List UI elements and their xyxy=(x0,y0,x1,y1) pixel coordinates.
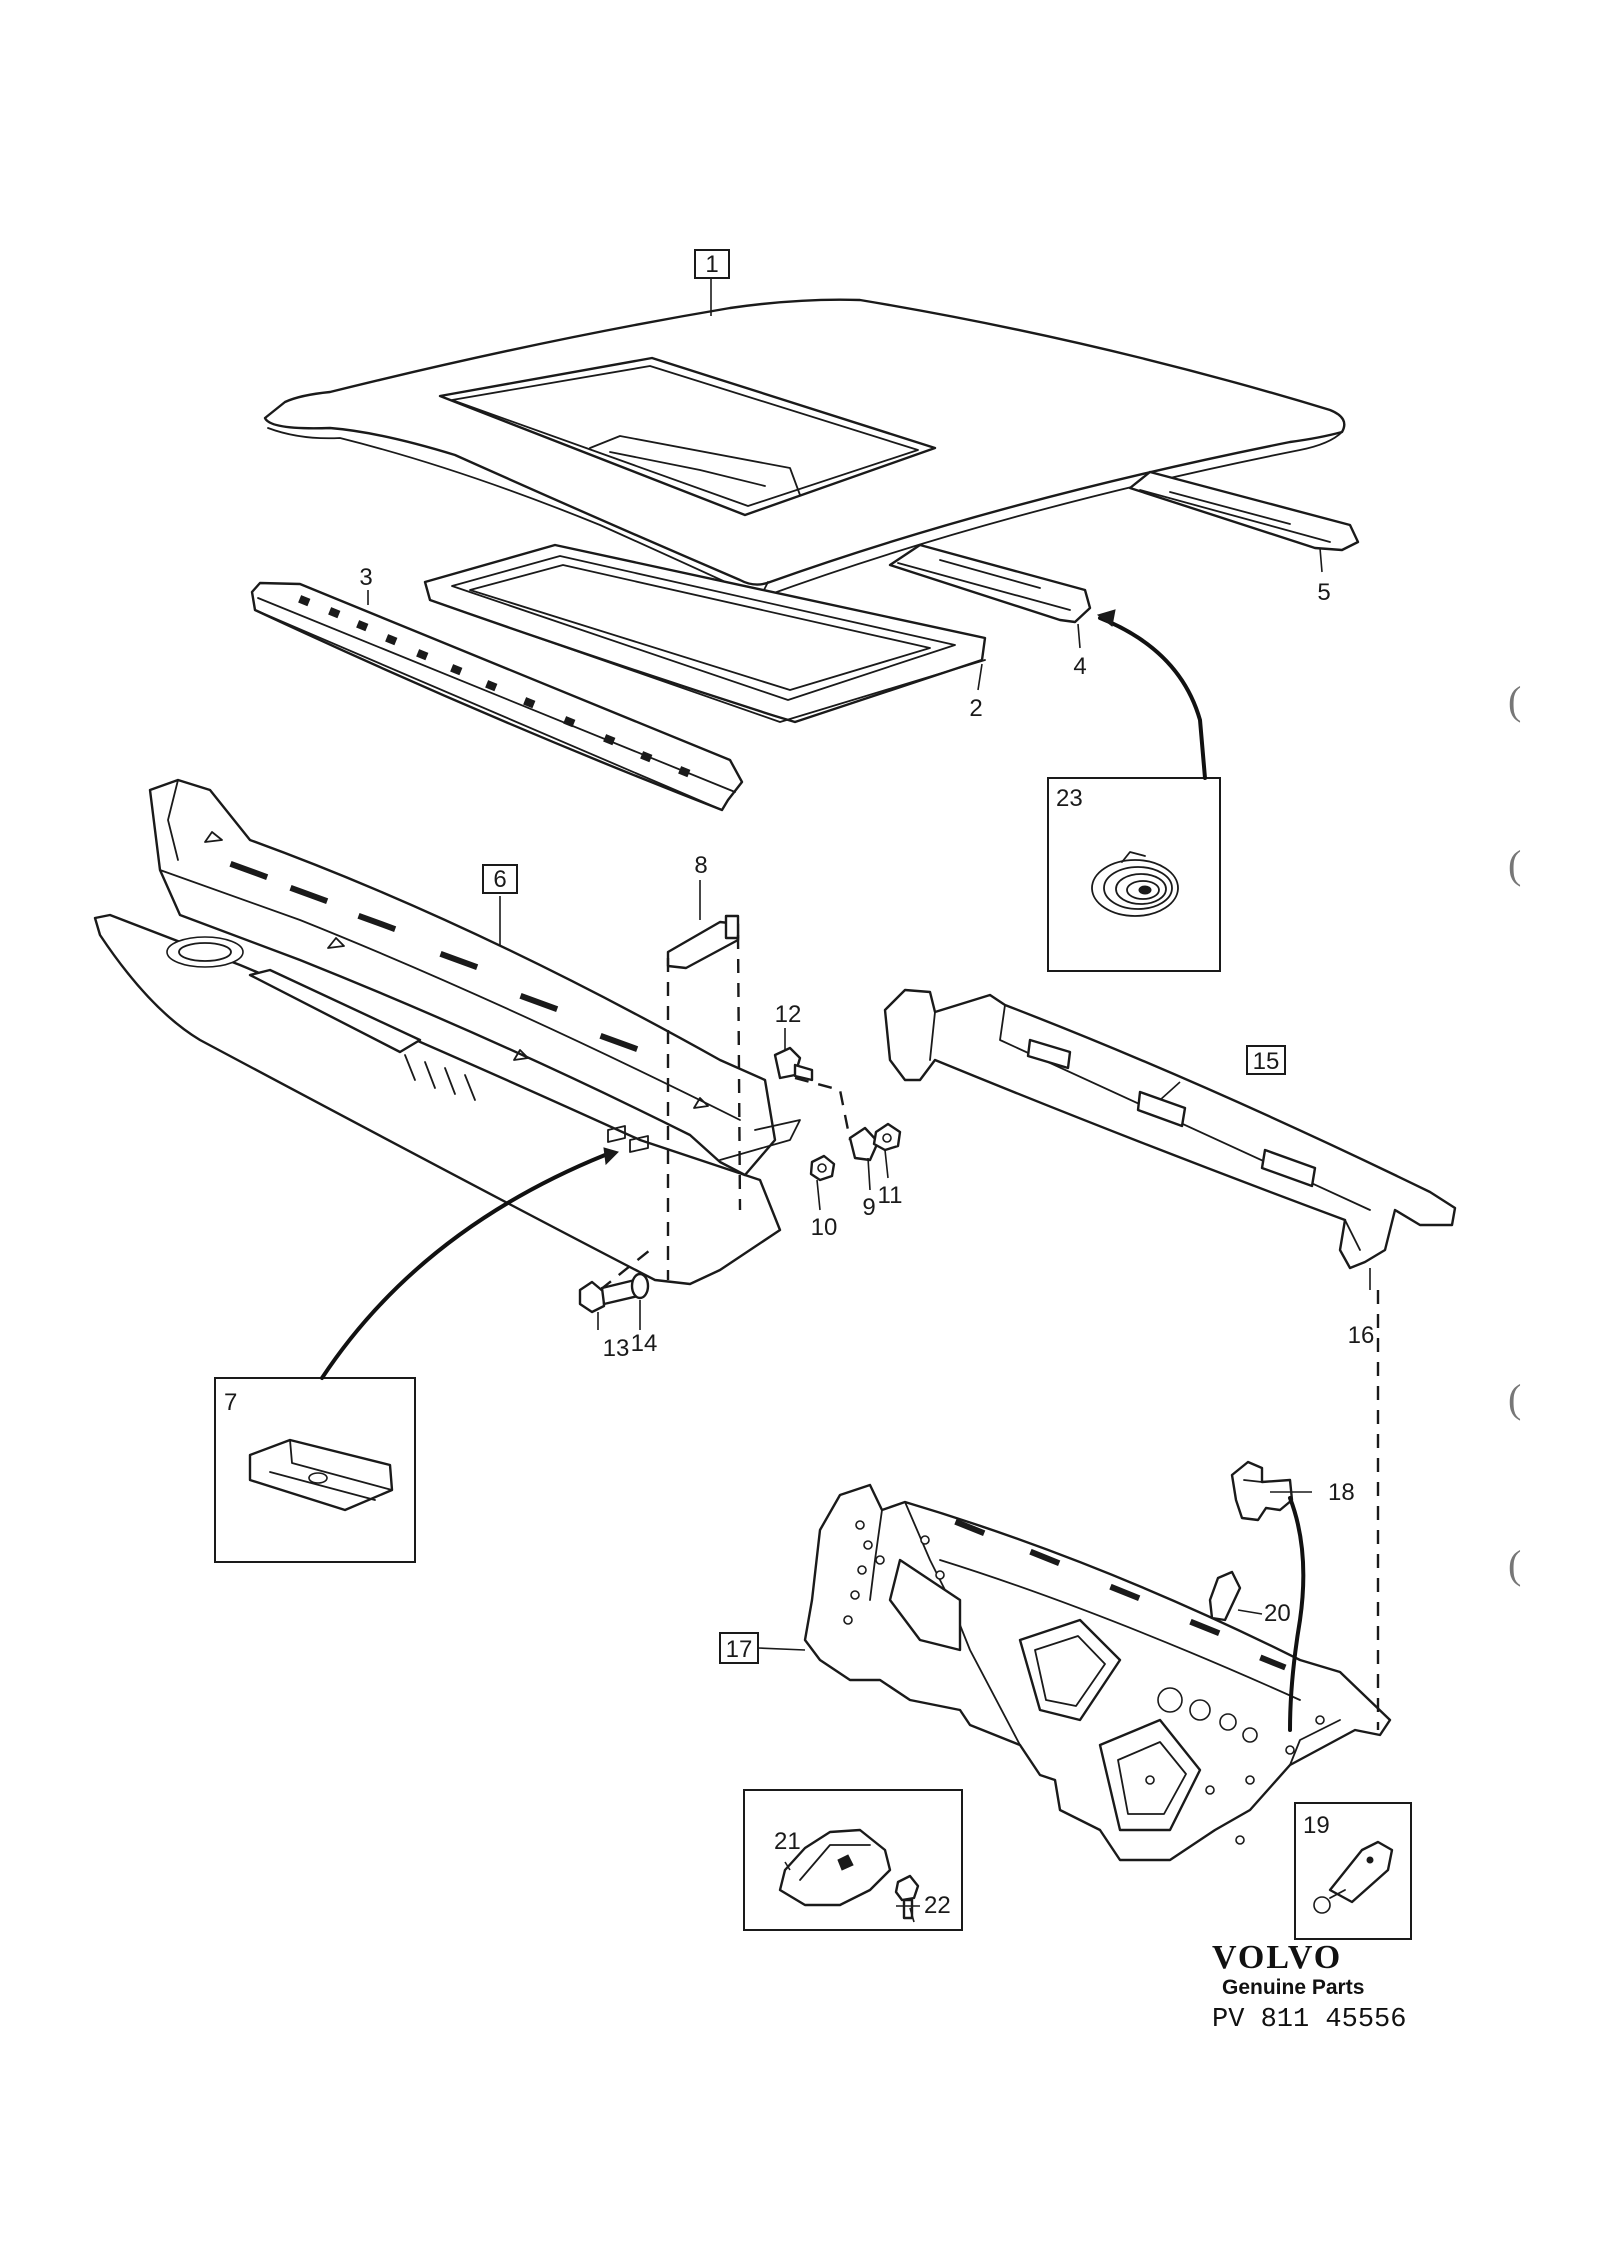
nut-10 xyxy=(809,1154,836,1182)
label-5: 5 xyxy=(1317,579,1330,606)
volvo-logo: VOLVO xyxy=(1212,1939,1342,1976)
label-8: 8 xyxy=(694,852,707,879)
margin-mark: ( xyxy=(1508,678,1521,723)
sunroof-frame xyxy=(423,543,987,724)
label-7: 7 xyxy=(224,1389,237,1416)
label-18: 18 xyxy=(1328,1479,1355,1506)
bolt-8 xyxy=(666,914,740,970)
label-21: 21 xyxy=(774,1828,801,1855)
roof-rail-5 xyxy=(1128,470,1360,552)
front-roof-rail xyxy=(250,581,744,812)
brand-block: VOLVO Genuine Parts PV 811 45556 xyxy=(1212,1939,1406,2035)
diagram-code: PV 811 45556 xyxy=(1212,2005,1406,2035)
inset-23 xyxy=(1047,777,1221,972)
genuine-parts-label: Genuine Parts xyxy=(1222,1976,1364,1999)
label-17: 17 xyxy=(726,1636,753,1663)
margin-mark: ( xyxy=(1508,1542,1521,1587)
label-boxes xyxy=(482,249,1286,1664)
label-23: 23 xyxy=(1056,785,1083,812)
label-2: 2 xyxy=(969,695,982,722)
label-22: 22 xyxy=(924,1892,951,1919)
label-12: 12 xyxy=(775,1001,802,1028)
label-10: 10 xyxy=(811,1214,838,1241)
dashed-alignment-lines xyxy=(599,934,1380,1730)
inset-7 xyxy=(214,1377,416,1563)
label-20: 20 xyxy=(1264,1600,1291,1627)
bolt-13 xyxy=(578,1278,640,1314)
label-11: 11 xyxy=(878,1182,903,1209)
label-19: 19 xyxy=(1303,1812,1330,1839)
nut-11 xyxy=(872,1122,902,1152)
label-9: 9 xyxy=(862,1194,875,1221)
cross-member xyxy=(883,988,1457,1270)
label-3: 3 xyxy=(359,564,372,591)
cowl-panel xyxy=(93,778,801,1286)
part-numbers: 1 2 3 4 5 6 7 8 9 10 11 12 13 14 15 16 1… xyxy=(224,251,1374,1919)
label-15: 15 xyxy=(1253,1048,1280,1075)
inset-19 xyxy=(1294,1802,1412,1940)
label-16: 16 xyxy=(1348,1322,1375,1349)
bolt-12 xyxy=(773,1046,814,1082)
roof-panel xyxy=(263,298,1346,599)
label-14: 14 xyxy=(631,1330,658,1357)
label-6: 6 xyxy=(493,866,506,893)
clip-18 xyxy=(1230,1460,1294,1522)
dash-panel xyxy=(803,1483,1392,1862)
margin-marks: ( ( ( ( xyxy=(1508,678,1521,1587)
margin-mark: ( xyxy=(1508,842,1521,887)
label-13: 13 xyxy=(603,1335,630,1362)
roof-rail-4 xyxy=(888,543,1092,624)
leader-lines xyxy=(367,276,1371,1923)
curved-connectors xyxy=(320,609,1306,1732)
bracket-9 xyxy=(848,1126,880,1162)
washer-14 xyxy=(630,1272,650,1300)
clip-20 xyxy=(1208,1570,1242,1622)
inset-21-22 xyxy=(743,1789,963,1931)
margin-mark: ( xyxy=(1508,1376,1521,1421)
label-4: 4 xyxy=(1073,653,1086,680)
label-1: 1 xyxy=(705,251,718,278)
